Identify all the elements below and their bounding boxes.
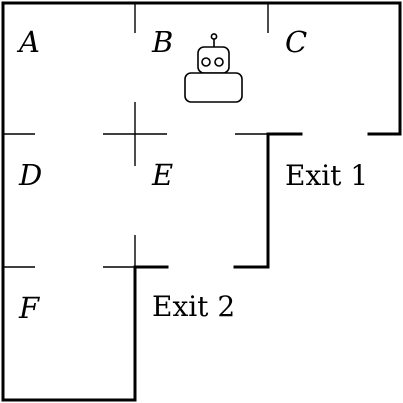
cell-labels: A B C D E F (16, 25, 307, 325)
wall-exit1-boundary (233, 132, 303, 269)
wall-exit2-boundary (1, 265, 169, 402)
cell-label-f: F (18, 291, 40, 325)
cell-label-d: D (18, 158, 42, 192)
cell-label-a: A (16, 25, 40, 59)
dividers (3, 3, 269, 268)
robot-icon (184, 33, 243, 103)
exit-1-label: Exit 1 (285, 159, 368, 192)
cell-label-b: B (151, 25, 173, 59)
exit-labels: Exit 1 Exit 2 (152, 159, 368, 323)
cell-label-c: C (285, 25, 307, 59)
exit-2-label: Exit 2 (152, 290, 235, 323)
cell-label-e: E (151, 158, 173, 192)
